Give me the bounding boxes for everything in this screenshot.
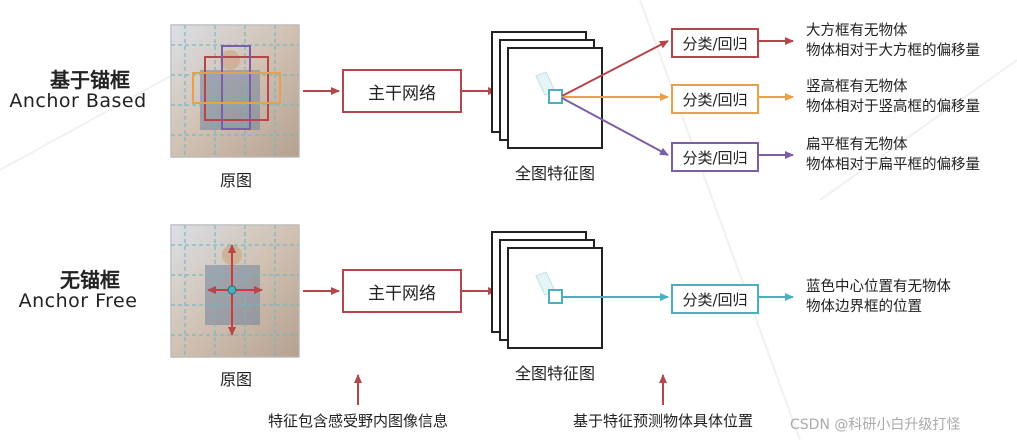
desc-line: 物体边界框的位置	[806, 299, 922, 315]
desc-line: 扁平框有无物体	[806, 137, 908, 153]
original-image-anchor-free	[170, 224, 300, 358]
cls-box-flat: 分类/回归	[671, 142, 759, 172]
arrow-feature-to-branch-1	[561, 40, 669, 97]
feature-map-stack-1	[491, 31, 603, 149]
cls-box-large-square: 分类/回归	[671, 28, 759, 58]
desc-large-square: 大方框有无物体 物体相对于大方框的偏移量	[806, 21, 980, 61]
cls-label-1: 分类/回归	[682, 34, 748, 53]
feature-label-2: 全图特征图	[514, 364, 595, 383]
backbone-box-2: 主干网络	[342, 269, 462, 313]
desc-flat: 扁平框有无物体 物体相对于扁平框的偏移量	[806, 135, 980, 175]
row-title-anchor-free-en: Anchor Free	[18, 290, 138, 312]
note-receptive-field: 特征包含感受野内图像信息	[267, 412, 448, 430]
desc-line: 蓝色中心位置有无物体	[806, 279, 951, 295]
cls-box-anchor-free: 分类/回归	[671, 284, 759, 314]
note-predict-position: 基于特征预测物体具体位置	[572, 412, 753, 430]
backbone-box-1: 主干网络	[342, 69, 462, 113]
cls-label-3: 分类/回归	[682, 148, 748, 167]
desc-line: 物体相对于扁平框的偏移量	[806, 157, 980, 173]
desc-line: 竖高框有无物体	[806, 79, 908, 95]
backbone-label-2: 主干网络	[368, 283, 436, 304]
desc-anchor-free: 蓝色中心位置有无物体 物体边界框的位置	[806, 277, 951, 317]
cls-label-free: 分类/回归	[682, 290, 748, 309]
feature-label-1: 全图特征图	[514, 164, 595, 183]
feature-map-stack-2	[491, 231, 603, 349]
cls-box-tall: 分类/回归	[671, 84, 759, 114]
desc-tall: 竖高框有无物体 物体相对于竖高框的偏移量	[806, 77, 980, 117]
watermark: CSDN @科研小白升级打怪	[790, 417, 961, 433]
cls-label-2: 分类/回归	[682, 90, 748, 109]
row-title-anchor-based-en: Anchor Based	[9, 90, 147, 112]
arrow-feature-to-branch-3	[561, 97, 669, 156]
desc-line: 物体相对于竖高框的偏移量	[806, 99, 980, 115]
backbone-label-1: 主干网络	[368, 83, 436, 104]
desc-line: 物体相对于大方框的偏移量	[806, 43, 980, 59]
row-title-anchor-free-cn: 无锚框	[60, 268, 120, 292]
desc-line: 大方框有无物体	[806, 23, 908, 39]
image-label-1: 原图	[219, 171, 252, 190]
image-label-2: 原图	[219, 370, 252, 389]
original-image-anchor-based	[170, 24, 300, 158]
row-title-anchor-based-cn: 基于锚框	[50, 68, 130, 92]
